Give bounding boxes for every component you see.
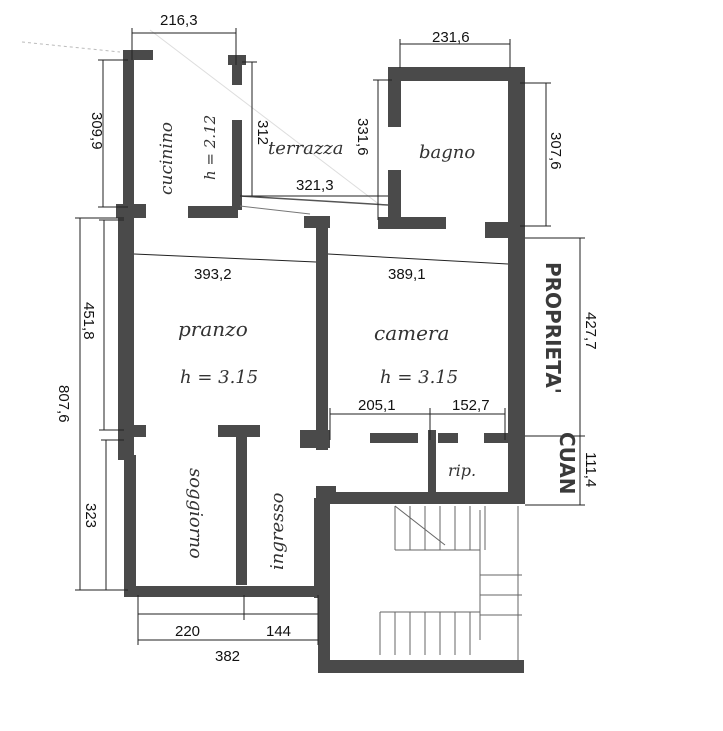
wall xyxy=(124,455,136,595)
dim-pranzo-width: 393,2 xyxy=(194,266,232,283)
dim-rip-height: 111,4 xyxy=(582,452,599,487)
wall xyxy=(378,217,446,229)
room-cucinino-height: h = 2.12 xyxy=(201,115,219,180)
room-soggiorno: soggiorno xyxy=(185,468,206,559)
sketch-line xyxy=(149,29,381,206)
room-ingresso: ingresso xyxy=(267,492,288,570)
dimension-labels: 216,3 309,9 312 321,3 331,6 231,6 307,6 … xyxy=(55,12,599,665)
label-cuan: CUAN xyxy=(555,432,579,495)
dim-pranzo-height: 451,8 xyxy=(80,302,97,340)
dim-terrazza-height: 312 xyxy=(254,120,271,145)
dim-soggiorno-height: 323 xyxy=(82,503,99,528)
wall xyxy=(388,67,401,127)
label-proprieta: PROPRIETA' xyxy=(541,262,565,394)
room-camera: camera xyxy=(374,321,449,345)
terrace-railing xyxy=(239,195,389,206)
wall xyxy=(188,206,238,218)
dim-cucinino-width: 216,3 xyxy=(160,12,198,29)
wall xyxy=(300,430,330,448)
dim-rip-width: 152,7 xyxy=(452,397,490,414)
staircase xyxy=(379,505,522,660)
dim-bottom-right: 144 xyxy=(266,623,291,640)
wall xyxy=(123,50,153,60)
wall xyxy=(123,50,134,210)
dim-terrazza-width: 321,3 xyxy=(296,177,334,194)
dimension-lines xyxy=(75,28,585,645)
wall xyxy=(124,586,320,597)
wall xyxy=(318,660,524,673)
room-camera-height: h = 3.15 xyxy=(380,367,458,388)
wall xyxy=(388,67,523,81)
room-cucinino: cucinino xyxy=(157,122,177,195)
room-terrazza: terrazza xyxy=(268,138,344,159)
room-pranzo: pranzo xyxy=(178,317,248,341)
dim-camera-width: 389,1 xyxy=(388,266,426,283)
dim-bottom-left: 220 xyxy=(175,623,200,640)
wall xyxy=(232,120,242,210)
walls xyxy=(116,50,525,673)
dim-camera-height: 427,7 xyxy=(582,312,599,350)
room-rip: rip. xyxy=(448,461,476,480)
dim-bottom-total: 382 xyxy=(215,648,240,665)
wall xyxy=(370,433,418,443)
wall xyxy=(316,220,328,450)
dim-bagno-width: 231,6 xyxy=(432,29,470,46)
dim-total-height: 807,6 xyxy=(55,385,72,423)
dim-corridor-width: 205,1 xyxy=(358,397,396,414)
dim-bagno-right-height: 307,6 xyxy=(547,132,564,170)
wall xyxy=(484,433,524,443)
wall xyxy=(508,67,525,497)
wall xyxy=(388,170,401,220)
wall xyxy=(314,498,330,598)
wall xyxy=(330,492,525,504)
room-labels: cucinino h = 2.12 terrazza bagno pranzo … xyxy=(157,115,476,570)
room-bagno: bagno xyxy=(419,142,475,163)
terrace-railing xyxy=(239,205,311,215)
room-pranzo-height: h = 3.15 xyxy=(180,367,258,388)
dim-bagno-left-height: 331,6 xyxy=(354,118,371,156)
wall xyxy=(438,433,458,443)
wall xyxy=(118,210,134,460)
sketch-line xyxy=(21,41,121,53)
dim-cucinino-height: 309,9 xyxy=(88,112,105,150)
wall xyxy=(428,430,436,498)
wall xyxy=(232,60,242,85)
wall xyxy=(236,430,247,585)
wall xyxy=(318,590,330,672)
wall xyxy=(118,425,146,437)
